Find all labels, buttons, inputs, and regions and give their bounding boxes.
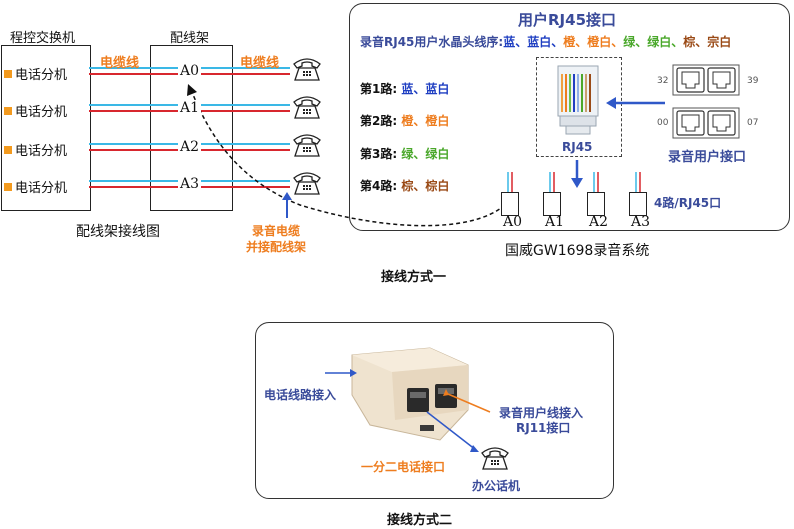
frame-port-a2: A2 xyxy=(178,139,202,155)
rj11-label: RJ11接口 xyxy=(516,421,571,435)
rj45-interface-title: 用户RJ45接口 xyxy=(518,11,617,29)
cable-label-left: 电缆线 xyxy=(100,56,140,71)
four-way-label: 4路/RJ45口 xyxy=(654,196,722,210)
line-in-label: 电话线路接入 xyxy=(264,388,337,402)
extension-label: 电话分机 xyxy=(4,64,67,83)
seq-brown: 棕、宗白 xyxy=(683,35,732,49)
frame-port-a1: A1 xyxy=(178,100,202,116)
seq-green: 绿、绿白、 xyxy=(623,35,684,49)
system-port-a1: A1 xyxy=(545,214,565,230)
frame-port-a3: A3 xyxy=(178,176,202,192)
port-number-07: 07 xyxy=(747,118,759,128)
frame-port-a0: A0 xyxy=(178,63,202,79)
recording-cable-line-1: 录音电缆 xyxy=(252,224,301,238)
system-caption: 国威GW1698录音系统 xyxy=(505,243,650,259)
distribution-frame-box xyxy=(150,45,233,211)
route-3: 第3路: 绿、绿白 xyxy=(360,147,450,161)
recording-line-label: 录音用户线接入 xyxy=(499,406,584,420)
rj45-port-a2[interactable] xyxy=(587,192,605,216)
rj45-port-a3[interactable] xyxy=(629,192,647,216)
method-one-caption: 接线方式一 xyxy=(381,270,447,285)
seq-blue: 蓝、蓝白、 xyxy=(503,35,564,49)
route-1: 第1路: 蓝、蓝白 xyxy=(360,82,450,96)
wire-sequence-line: 录音RJ45用户水晶头线序:蓝、蓝白、橙、橙白、绿、绿白、棕、宗白 xyxy=(360,33,731,50)
frame-caption: 配线架接线图 xyxy=(76,224,160,240)
phone-icon xyxy=(293,134,321,157)
system-port-a3: A3 xyxy=(631,214,651,230)
phone-icon xyxy=(293,58,321,81)
route-2: 第2路: 橙、橙白 xyxy=(360,114,450,128)
port-number-32: 32 xyxy=(657,76,669,86)
rj45-port-a1[interactable] xyxy=(543,192,561,216)
system-port-a2: A2 xyxy=(589,214,609,230)
method-two-panel xyxy=(255,322,614,499)
rj45-port-a0[interactable] xyxy=(501,192,519,216)
phone-icon xyxy=(293,96,321,119)
cable-label-right: 电缆线 xyxy=(240,56,280,71)
wire-sequence-label: 录音RJ45用户水晶头线序: xyxy=(360,35,504,49)
office-phone-icon xyxy=(481,447,509,470)
port-number-39: 39 xyxy=(747,76,759,86)
method-two-caption: 接线方式二 xyxy=(387,513,453,528)
rj45-connector-frame xyxy=(536,57,622,157)
splitter-label: 一分二电话接口 xyxy=(361,460,446,474)
extension-label: 电话分机 xyxy=(4,177,67,196)
rj45-label: RJ45 xyxy=(562,140,593,154)
phone-icon xyxy=(293,172,321,195)
recording-system-panel xyxy=(349,3,790,231)
user-port-label: 录音用户接口 xyxy=(668,150,747,165)
frame-title: 配线架 xyxy=(170,31,210,46)
port-number-00: 00 xyxy=(657,118,669,128)
system-port-a0: A0 xyxy=(503,214,523,230)
office-phone-label: 办公话机 xyxy=(472,479,521,493)
route-4: 第4路: 棕、棕白 xyxy=(360,179,450,193)
pbx-title: 程控交换机 xyxy=(10,31,76,46)
pbx-box xyxy=(1,45,91,211)
seq-orange: 橙、橙白、 xyxy=(563,35,624,49)
recording-cable-line-2: 并接配线架 xyxy=(246,240,307,254)
extension-label: 电话分机 xyxy=(4,140,67,159)
extension-label: 电话分机 xyxy=(4,101,67,120)
